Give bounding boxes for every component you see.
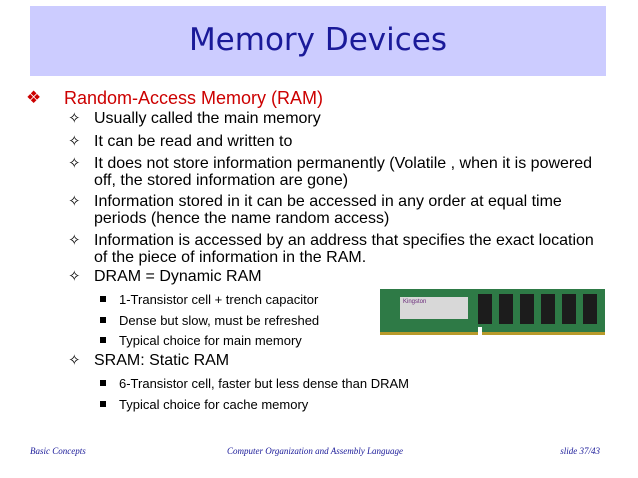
square-bullet-icon bbox=[100, 401, 106, 407]
ram-chip bbox=[478, 294, 492, 324]
bullet-item-text: It can be read and written to bbox=[94, 133, 293, 150]
bullet-item-text: Information is accessed by an address th… bbox=[94, 232, 594, 266]
star-bullet-icon: ✧ bbox=[68, 352, 81, 369]
square-bullet-icon bbox=[100, 317, 106, 323]
dram-sub-text: Dense but slow, must be refreshed bbox=[119, 313, 320, 328]
ram-module-image: Kingston bbox=[380, 289, 605, 335]
ram-brand-text: Kingston bbox=[403, 299, 427, 305]
bullet-item-text: DRAM = Dynamic RAM bbox=[94, 268, 262, 285]
star-bullet-icon: ✧ bbox=[68, 110, 81, 127]
title-band: Memory Devices bbox=[30, 6, 606, 76]
bullet-item-text: Usually called the main memory bbox=[94, 110, 321, 127]
footer-left: Basic Concepts bbox=[30, 446, 86, 456]
bullet-item-text: It does not store information permanentl… bbox=[94, 155, 593, 189]
square-bullet-icon bbox=[100, 296, 106, 302]
ram-chip bbox=[520, 294, 534, 324]
star-bullet-icon: ✧ bbox=[68, 268, 81, 285]
footer-right: slide 37/43 bbox=[560, 446, 600, 456]
bullet-item-text: SRAM: Static RAM bbox=[94, 352, 230, 369]
star-bullet-icon: ✧ bbox=[68, 155, 81, 172]
bullet-item-text: Information stored in it can be accessed… bbox=[94, 193, 562, 227]
sram-sub-text: Typical choice for cache memory bbox=[119, 397, 309, 412]
ram-chip bbox=[541, 294, 555, 324]
footer-center: Computer Organization and Assembly Langu… bbox=[226, 446, 403, 456]
diamond-bullet-icon: ❖ bbox=[26, 88, 42, 107]
ram-label-sticker: Kingston bbox=[400, 297, 468, 319]
bullet-ram-text: Random-Access Memory (RAM) bbox=[64, 88, 324, 108]
sram-sub-text: 6-Transistor cell, faster but less dense… bbox=[119, 376, 409, 391]
ram-chip bbox=[562, 294, 576, 324]
square-bullet-icon bbox=[100, 337, 106, 343]
ram-notch bbox=[478, 327, 482, 335]
square-bullet-icon bbox=[100, 380, 106, 386]
star-bullet-icon: ✧ bbox=[68, 232, 81, 249]
ram-chip bbox=[583, 294, 597, 324]
dram-sub-text: 1-Transistor cell + trench capacitor bbox=[119, 292, 319, 307]
dram-sub-text: Typical choice for main memory bbox=[119, 333, 302, 348]
slide-title: Memory Devices bbox=[188, 22, 448, 58]
ram-chip bbox=[499, 294, 513, 324]
star-bullet-icon: ✧ bbox=[68, 193, 81, 210]
star-bullet-icon: ✧ bbox=[68, 133, 81, 150]
